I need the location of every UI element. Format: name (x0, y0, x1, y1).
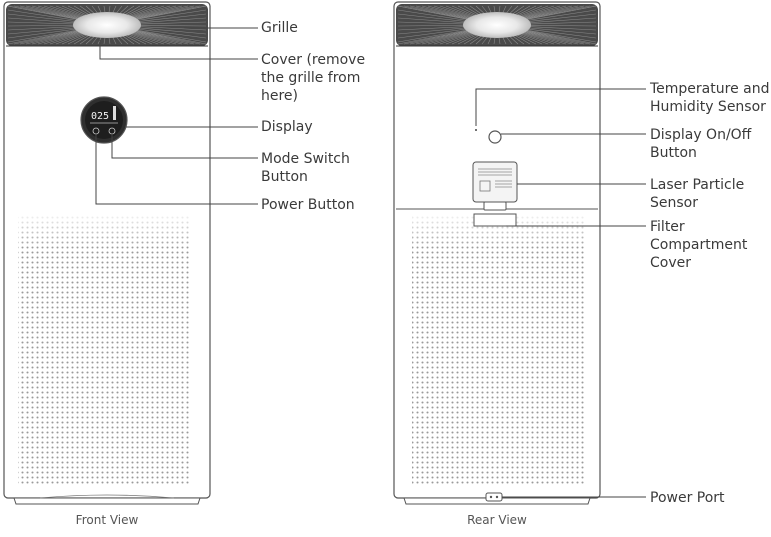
filter-cover-tab (473, 213, 517, 227)
display-reading: 025 (91, 111, 109, 122)
sensor-vents (478, 168, 512, 188)
caption-rear-view: Rear View (467, 513, 527, 527)
front-base-curve (39, 494, 175, 499)
callout-laser-sensor: Laser Particle Sensor (650, 177, 745, 211)
callout-mode-switch: Mode Switch Button (261, 151, 350, 185)
rear-unit (393, 1, 601, 505)
display-bar (113, 106, 116, 120)
callout-temp-humidity: Temperature and Humidity Sensor (650, 81, 770, 115)
callout-display-onoff: Display On/Off Button (650, 127, 752, 161)
front-unit: 025 (3, 1, 211, 505)
leader-lines (95, 27, 646, 498)
display-onoff-button (488, 130, 502, 144)
callout-display: Display (261, 119, 313, 135)
filter-latch (483, 201, 507, 211)
temperature-sensor-dot (475, 129, 477, 131)
power-port-socket (485, 492, 503, 502)
callout-filter-cover: Filter Compartment Cover (650, 219, 748, 271)
front-base (13, 497, 201, 505)
front-grille-center (73, 12, 141, 38)
leader-cover (99, 40, 258, 60)
caption-front-view: Front View (75, 513, 139, 527)
callout-grille: Grille (261, 20, 298, 36)
callout-cover: Cover (remove the grille from here) (261, 52, 366, 104)
callout-power-port: Power Port (650, 490, 725, 506)
leader-temp-humidity (475, 88, 646, 126)
leader-mode-switch (111, 134, 258, 159)
rear-grille-center (463, 12, 531, 38)
mode-switch-icon (92, 127, 100, 135)
leader-power-button (95, 135, 258, 205)
sensor-qr (479, 180, 491, 192)
callout-power-button: Power Button (261, 197, 355, 213)
